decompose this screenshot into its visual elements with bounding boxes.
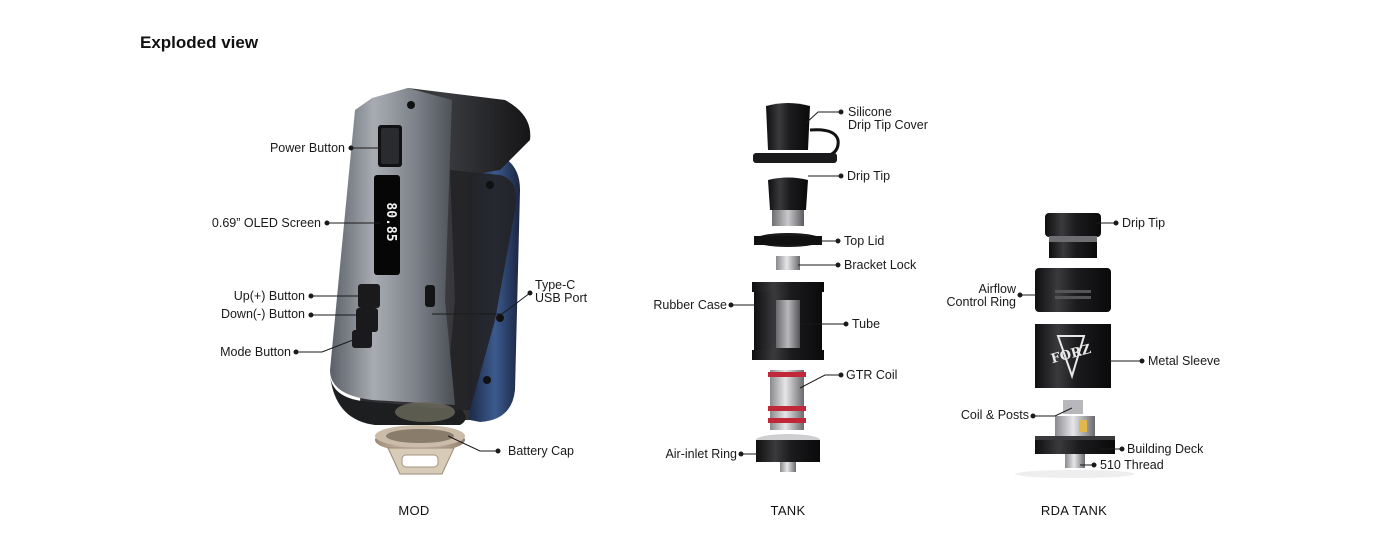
label-510-thread: 510 Thread [1100,458,1164,472]
label-metal-sleeve: Metal Sleeve [1148,354,1221,368]
label-tube: Tube [852,317,881,331]
label-top-lid: Top Lid [844,234,885,248]
caption-mod: MOD [398,503,430,518]
label-gtr-coil: GTR Coil [846,368,898,382]
label-airflow-ring: Airflow Control Ring [946,282,1016,309]
leader-lines [293,109,1145,468]
mod-device: 80.85 [330,88,531,425]
page-title: Exploded view [140,33,259,52]
label-mode-button: Mode Button [220,345,291,359]
label-air-inlet-ring: Air-inlet Ring [665,447,737,461]
svg-text:80.85: 80.85 [383,202,398,241]
label-bracket-lock: Bracket Lock [844,258,917,272]
rda-art: FORZ [1015,213,1135,478]
label-rda-drip-tip: Drip Tip [1122,216,1166,230]
label-building-deck: Building Deck [1127,442,1204,456]
label-down-button: Down(-) Button [220,307,305,321]
label-rubber-case: Rubber Case [653,298,727,312]
label-coil-posts: Coil & Posts [960,408,1029,422]
label-power-button: Power Button [269,141,345,155]
label-silicone-cover: Silicone Drip Tip Cover [848,105,928,132]
label-tank-drip-tip: Drip Tip [847,169,891,183]
label-oled-screen: 0.69” OLED Screen [211,216,321,230]
label-type-c: Type-C USB Port [535,278,588,305]
caption-tank: TANK [770,503,806,518]
battery-cap-art [375,425,465,475]
label-up-button: Up(+) Button [233,289,305,303]
label-battery-cap: Battery Cap [508,444,575,458]
caption-rda-tank: RDA TANK [1040,503,1108,518]
tank-art [752,103,840,472]
